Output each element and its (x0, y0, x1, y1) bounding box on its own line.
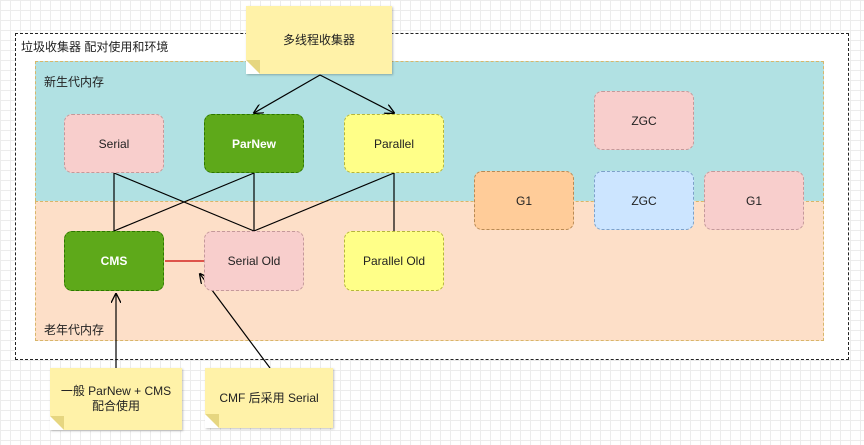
note-cmf-fallback: CMF 后采用 Serial (205, 368, 333, 428)
note-multithread-text: 多线程收集器 (282, 32, 355, 47)
collector-parallel-old[interactable]: Parallel Old (344, 231, 444, 291)
collector-g1-right[interactable]: G1 (704, 171, 804, 230)
old-generation-label: 老年代内存 (44, 323, 105, 337)
young-generation-label: 新生代内存 (44, 75, 105, 89)
note-parnew-cms-text: 一般 ParNew + CMS 配合使用 (60, 384, 172, 413)
collector-parallel[interactable]: Parallel (344, 114, 444, 173)
note-cmf-fallback-text: CMF 后采用 Serial (219, 390, 319, 405)
collector-cms[interactable]: CMS (64, 231, 164, 291)
collector-zgc-top[interactable]: ZGC (594, 91, 694, 150)
note-parnew-cms: 一般 ParNew + CMS 配合使用 (50, 368, 182, 430)
arrow-note-to-parallel (319, 74, 394, 113)
link-parallel-serialold (253, 172, 395, 232)
link-parnew-cms (113, 172, 255, 232)
collector-g1-left[interactable]: G1 (474, 171, 574, 230)
collector-zgc-mid[interactable]: ZGC (594, 171, 694, 230)
note-multithread: 多线程收集器 (246, 6, 392, 74)
collector-serial-old[interactable]: Serial Old (204, 231, 304, 291)
collector-serial[interactable]: Serial (64, 114, 164, 173)
collector-parnew[interactable]: ParNew (204, 114, 304, 173)
arrow-note-to-parnew (254, 74, 321, 113)
frame-title: 垃圾收集器 配对使用和环境 (21, 40, 169, 54)
